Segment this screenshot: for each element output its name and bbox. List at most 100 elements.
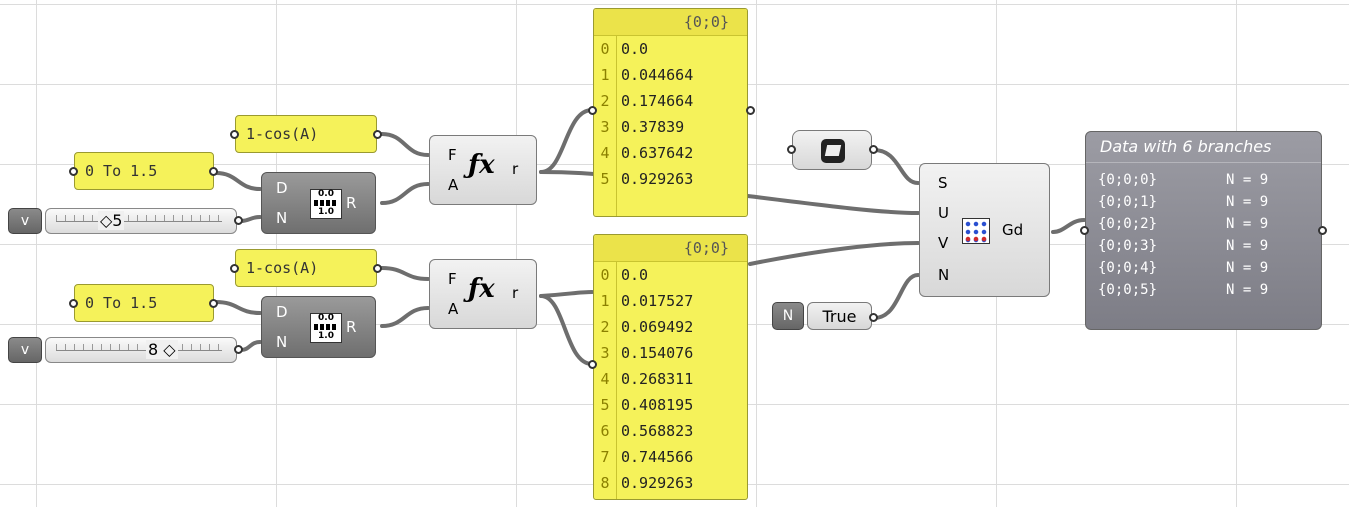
range-component-1[interactable]: D N 0.0 1.0 R bbox=[261, 172, 376, 234]
row-value: 0.017527 bbox=[621, 292, 694, 310]
slider-type-button[interactable]: v bbox=[8, 337, 42, 363]
grid-icon-row bbox=[963, 235, 989, 243]
row-value: 0.069492 bbox=[621, 318, 694, 336]
row-index: 5 bbox=[594, 166, 617, 192]
row-index: 2 bbox=[594, 314, 617, 340]
toggle-type-button[interactable]: N bbox=[772, 302, 804, 330]
expression-panel-2[interactable]: 1-cos(A) bbox=[235, 249, 377, 287]
boolean-toggle[interactable]: True bbox=[807, 302, 872, 330]
input-grip[interactable] bbox=[588, 360, 597, 369]
grid-component[interactable]: S U V N Gd bbox=[919, 163, 1050, 297]
slider-ticks bbox=[56, 344, 222, 350]
range-component-2[interactable]: D N 0.0 1.0 R bbox=[261, 296, 376, 358]
row-value: 0.637642 bbox=[621, 144, 694, 162]
input-grip[interactable] bbox=[588, 106, 597, 115]
branch-count: N = 9 bbox=[1226, 238, 1269, 254]
number-slider-2[interactable]: 8 ◇ bbox=[45, 337, 237, 363]
input-grip[interactable] bbox=[1080, 226, 1089, 235]
output-label-r: r bbox=[512, 160, 519, 178]
branch-count: N = 9 bbox=[1226, 260, 1269, 276]
fx-icon: ƒx bbox=[468, 274, 495, 304]
branch-row: {0;0;4} N = 9 bbox=[1086, 257, 1321, 279]
surface-icon bbox=[821, 139, 845, 163]
row-value: 0.37839 bbox=[621, 118, 685, 136]
slider-type-button[interactable]: v bbox=[8, 208, 42, 234]
expression-component-2[interactable]: F A ƒx r bbox=[429, 259, 537, 329]
domain-panel-2[interactable]: 0 To 1.5 bbox=[74, 284, 214, 322]
range-icon: 0.0 1.0 bbox=[310, 189, 342, 219]
output-grip[interactable] bbox=[373, 130, 382, 139]
output-grip[interactable] bbox=[1318, 226, 1327, 235]
row-index: 1 bbox=[594, 288, 617, 314]
slider-ticks bbox=[56, 215, 222, 221]
input-grip[interactable] bbox=[230, 130, 239, 139]
row-value: 0.408195 bbox=[621, 396, 694, 414]
input-label-s: S bbox=[938, 174, 948, 192]
number-slider-1[interactable]: ◇5 bbox=[45, 208, 237, 234]
branch-row: {0;0;0}N = 9 bbox=[1086, 169, 1321, 191]
input-grip[interactable] bbox=[230, 264, 239, 273]
fx-icon: ƒx bbox=[468, 150, 495, 180]
range-icon-bar bbox=[314, 324, 338, 330]
row-value: 0.0 bbox=[621, 40, 649, 58]
range-icon: 0.0 1.0 bbox=[310, 313, 342, 343]
output-grip[interactable] bbox=[209, 299, 218, 308]
output-label-r: R bbox=[346, 194, 357, 212]
range-icon-bar bbox=[314, 200, 338, 206]
slider-value[interactable]: 8 ◇ bbox=[146, 340, 178, 359]
input-grip[interactable] bbox=[69, 299, 78, 308]
row-index: 5 bbox=[594, 392, 617, 418]
expression-component-1[interactable]: F A ƒx r bbox=[429, 135, 537, 205]
output-grip[interactable] bbox=[373, 264, 382, 273]
output-label-r: R bbox=[346, 318, 357, 336]
branch-row: {0;0;3}N = 9 bbox=[1086, 235, 1321, 257]
branch-path: {0;0;4} bbox=[1098, 260, 1158, 276]
row-index: 8 bbox=[594, 470, 617, 496]
row-index: 7 bbox=[594, 444, 617, 470]
input-label-f: F bbox=[448, 146, 457, 164]
row-value: 0.568823 bbox=[621, 422, 694, 440]
row-value: 0.929263 bbox=[621, 170, 694, 188]
input-label-d: D bbox=[276, 303, 288, 321]
input-label-n: N bbox=[938, 266, 950, 284]
row-index: 4 bbox=[594, 140, 617, 166]
panel-header: {0;0} bbox=[594, 235, 747, 262]
input-label-f: F bbox=[448, 270, 457, 288]
branch-row: {0;0;1}N = 9 bbox=[1086, 191, 1321, 213]
panel-header: {0;0} bbox=[594, 9, 747, 36]
branch-count: N = 9 bbox=[1226, 216, 1269, 232]
slider-value[interactable]: ◇5 bbox=[98, 211, 125, 230]
row-index: 4 bbox=[594, 366, 617, 392]
domain-text-1: 0 To 1.5 bbox=[85, 162, 158, 180]
input-label-d: D bbox=[276, 179, 288, 197]
input-label-v: V bbox=[938, 234, 949, 252]
domain-panel-1[interactable]: 0 To 1.5 bbox=[74, 152, 214, 190]
output-grip[interactable] bbox=[209, 167, 218, 176]
surface-parameter[interactable] bbox=[792, 130, 872, 170]
range-icon-bottom: 1.0 bbox=[318, 331, 334, 341]
input-label-n: N bbox=[276, 333, 288, 351]
panel-gutter bbox=[616, 35, 617, 216]
row-index: 0 bbox=[594, 262, 617, 288]
output-grip[interactable] bbox=[234, 345, 243, 354]
row-index: 2 bbox=[594, 88, 617, 114]
output-grip[interactable] bbox=[234, 216, 243, 225]
row-value: 0.174664 bbox=[621, 92, 694, 110]
branch-row: {0;0;5}N = 9 bbox=[1086, 279, 1321, 301]
surface-icon-face bbox=[824, 145, 842, 156]
expression-text-1: 1-cos(A) bbox=[246, 125, 319, 143]
branch-path: {0;0;1} bbox=[1098, 194, 1158, 210]
expression-text-2: 1-cos(A) bbox=[246, 259, 319, 277]
row-index: 6 bbox=[594, 418, 617, 444]
expression-panel-1[interactable]: 1-cos(A) bbox=[235, 115, 377, 153]
input-grip[interactable] bbox=[787, 145, 796, 154]
output-grip[interactable] bbox=[869, 313, 878, 322]
input-grip[interactable] bbox=[69, 167, 78, 176]
row-index: 3 bbox=[594, 340, 617, 366]
output-grip[interactable] bbox=[746, 106, 755, 115]
param-viewer[interactable]: Data with 6 branches {0;0;0}N = 9 {0;0;1… bbox=[1085, 131, 1322, 330]
range-icon-top: 0.0 bbox=[318, 313, 334, 323]
output-grip[interactable] bbox=[869, 145, 878, 154]
